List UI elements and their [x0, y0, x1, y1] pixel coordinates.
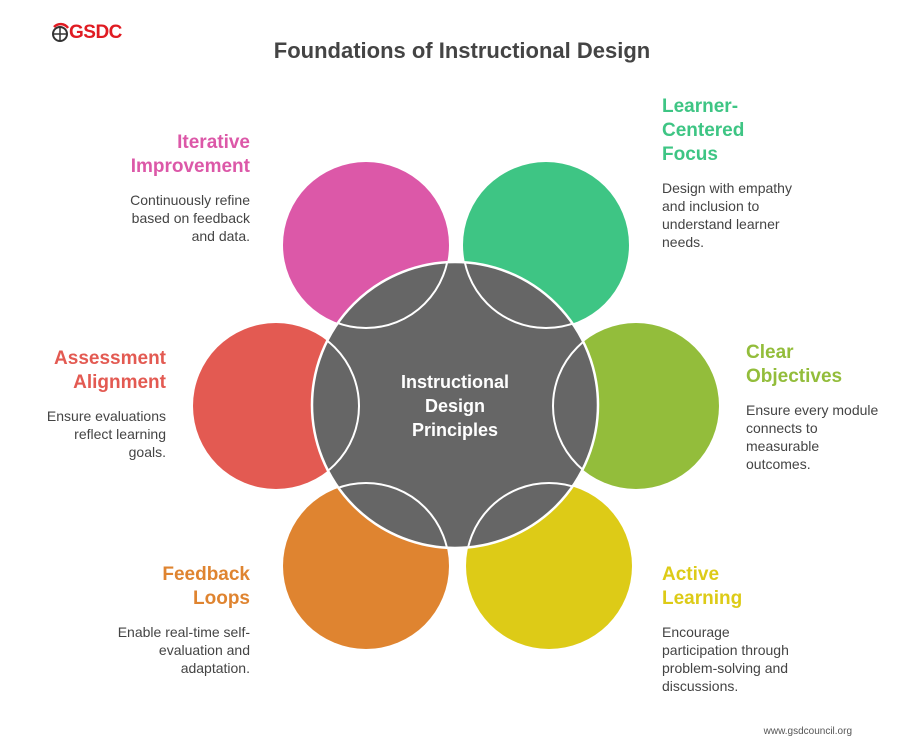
- desc-line: Ensure evaluations: [46, 408, 166, 424]
- petal-clear: [553, 323, 719, 489]
- item-description: Enable real-time self-evaluation and adap…: [50, 623, 250, 677]
- title-line: Loops: [193, 588, 250, 609]
- title-line: Improvement: [130, 156, 250, 177]
- page-title: Foundations of Instructional Design: [273, 38, 651, 63]
- title-line: Assessment: [54, 348, 166, 369]
- title-line: Objectives: [746, 366, 843, 387]
- item-description: Design with empathy and inclusion to under…: [662, 179, 862, 251]
- globe-icon: [52, 22, 70, 42]
- item-description: Continuously refine based on feedback and …: [50, 191, 250, 245]
- desc-line: Ensure every module: [746, 402, 879, 418]
- arc-active: [465, 482, 597, 547]
- center-circle: [310, 260, 600, 550]
- gsdc-logo: GSDC: [50, 22, 122, 49]
- desc-line: Design with empathy: [662, 180, 792, 196]
- arc-clear: [552, 322, 597, 490]
- desc-line: Enable real-time self-: [117, 624, 250, 640]
- title-line: Active: [662, 564, 720, 585]
- desc-line: and inclusion to: [662, 198, 760, 214]
- desc-line: reflect learning: [74, 426, 166, 442]
- arc-assessment: [313, 322, 360, 490]
- title-line: Focus: [662, 144, 718, 165]
- item-description: Ensure every module connects to measurable…: [746, 401, 916, 473]
- desc-line: evaluation and: [158, 642, 250, 658]
- title-line: Learning: [662, 588, 743, 609]
- desc-line: and data.: [191, 228, 250, 244]
- title-line: Alignment: [73, 372, 166, 393]
- logo-text: GSDC: [69, 22, 122, 43]
- title-line: Feedback: [162, 564, 250, 585]
- title-line: Clear: [746, 342, 794, 363]
- desc-line: connects to: [746, 420, 818, 436]
- desc-line: adaptation.: [180, 660, 250, 676]
- title-line: Iterative: [177, 132, 250, 153]
- desc-line: based on feedback: [131, 210, 250, 226]
- desc-line: participation through: [662, 642, 789, 658]
- desc-line: needs.: [662, 234, 705, 250]
- footer-url: www.gsdcouncil.org: [763, 726, 852, 737]
- title-line: Learner-: [662, 96, 739, 117]
- center-label-line: Principles: [412, 420, 498, 440]
- desc-line: outcomes.: [746, 456, 811, 472]
- arc-iterative: [313, 263, 450, 329]
- desc-line: Continuously refine: [130, 192, 250, 208]
- center-label-line: Instructional: [401, 372, 509, 392]
- center-label-line: Design: [425, 396, 485, 416]
- desc-line: Encourage: [662, 624, 730, 640]
- arc-learner: [462, 263, 597, 329]
- desc-line: problem-solving and: [662, 660, 789, 676]
- desc-line: discussions.: [662, 678, 739, 694]
- item-description: Encourage participation through problem-so…: [662, 623, 862, 695]
- desc-line: goals.: [128, 444, 166, 460]
- desc-line: understand learner: [662, 216, 780, 232]
- title-line: Centered: [662, 120, 745, 141]
- item-description: Ensure evaluations reflect learning goals.: [0, 407, 166, 461]
- arc-feedback: [313, 482, 450, 547]
- desc-line: measurable: [746, 438, 820, 454]
